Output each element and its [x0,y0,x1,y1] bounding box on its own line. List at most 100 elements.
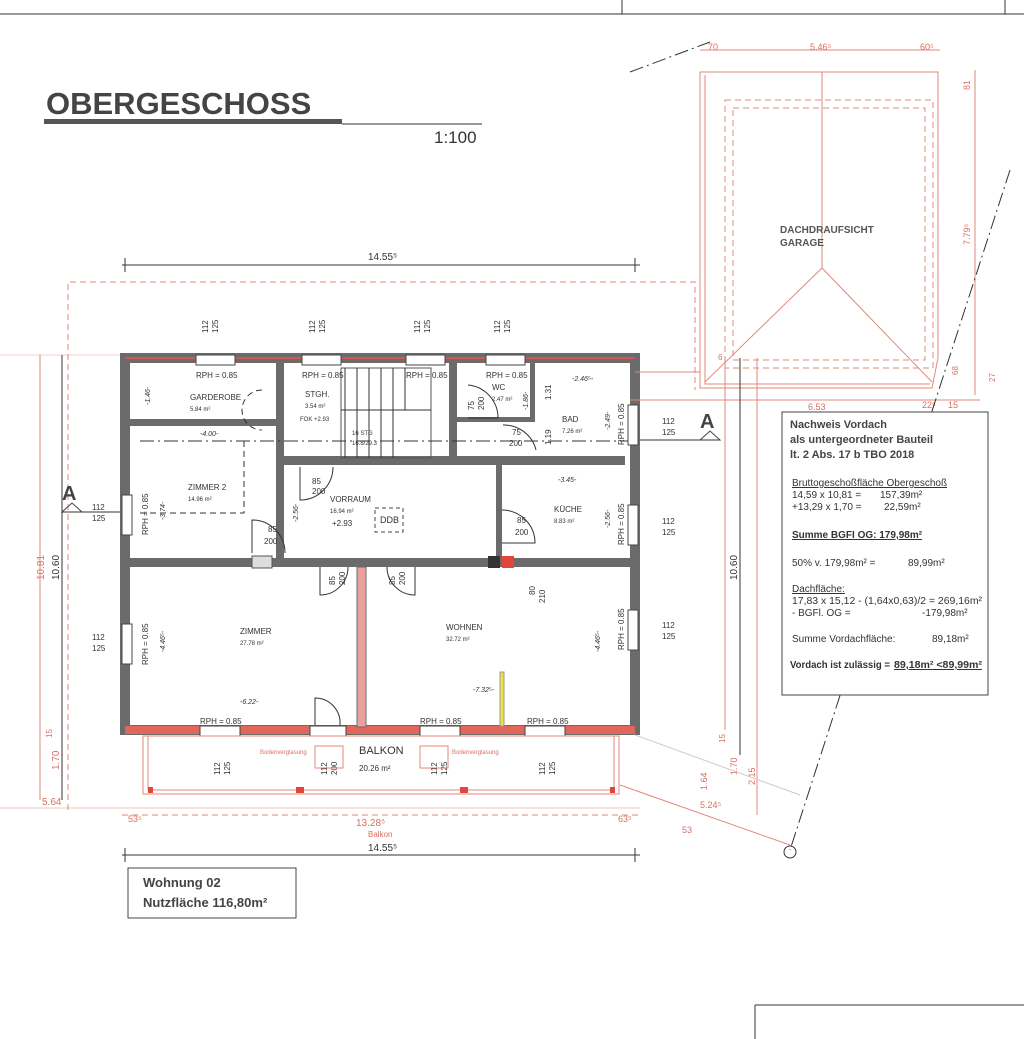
garage-dim-27-label: 27 [988,373,997,382]
annotations-win-h-label: 125 [318,319,327,333]
dimensions-right-164-label: 1.64 [699,772,709,790]
annotations-win-w-label: 112 [308,320,317,333]
nachweis-summe-vordach-label: Summe Vordachfläche: [792,634,895,645]
nachweis-result-val-label: 89,18m² <89,99m² [894,660,983,671]
annotations-h-246-label: -2.46⁵- [572,376,594,383]
annotations-win-w-label: 112 [493,320,502,333]
annotations-door-200-label: 200 [515,528,529,537]
window-labels: RPH = 0.85 RPH = 0.85 RPH = 0.85 RPH = 0… [92,319,676,775]
annotations-win-w-label: 112 [662,517,675,526]
dimension-right: 10.60 15 1.70 2.15 1.64 5.24⁵ 53 [619,169,1011,859]
annotations-h-256a-label: -2.56- [293,503,300,522]
dimensions-balkon-left-label: 53⁵ [128,814,142,824]
nachweis-bgf-head-label: Bruttogeschoßfläche Obergeschoß [792,478,947,489]
nachweis-summe-bgfi-label: Summe BGFI OG: 179,98m² [792,530,923,541]
annotations-fok-label: FOK +2.93 [300,417,330,423]
annotations-win-h-label: 125 [662,632,676,641]
page-title: OBERGESCHOSS [46,86,311,121]
nachweis-vordach-box: Nachweis Vordach als untergeordneter Bau… [781,411,989,696]
annotations-door-200-label: 200 [509,439,523,448]
balcony: Bodenverglasung Bodenverglasung 13.28⁵ B… [128,735,632,839]
garage-dim-779-label: 7.79⁵ [962,223,972,245]
annotations-win-w-label: 112 [413,320,422,333]
annotations-h-622-label: -6.22- [240,699,259,706]
dimensions-right-215-label: 2.15 [747,767,757,785]
annotations-rph-label: RPH = 0.85 [196,371,238,380]
unit-area: Nutzfläche 116,80m² [143,895,268,910]
annotations-h-446b-label: -4.46⁵- [595,630,602,652]
annotations-door-210-label: 210 [538,589,547,603]
annotations-bodenverglasung-label: Bodenverglasung [260,750,307,756]
garage-roof: 70 5.46⁵ 60⁵ DACHDRAUFSICHT GARAGE 81 7.… [629,41,997,815]
annotations-rph-label: RPH = 0.85 [200,717,242,726]
garage-dim-68-label: 68 [951,366,960,375]
title-block: OBERGESCHOSS 1:100 [44,86,482,147]
room-wohnen: WOHNEN 32.72 m² [446,623,483,643]
ddb-label: DDB [380,515,399,525]
annotations-door-75-label: 75 [512,428,521,437]
rooms-0-area-label: 5.84 m² [190,407,210,413]
rooms-7-name-label: ZIMMER [240,627,272,636]
annotations-door-80-label: 80 [528,586,537,595]
rooms-1-name-label: STGH. [305,390,329,399]
rooms-6-name-label: KÜCHE [554,505,582,514]
nachweis-dach-calc-label: 17,83 x 15,12 - (1,64x0,63)/2 = 269,16m² [792,596,983,607]
annotations-door-200-label: 200 [338,571,347,585]
rooms-8-name-label: WOHNEN [446,623,483,632]
rooms-8-area-label: 32.72 m² [446,637,470,643]
unit-box: Wohnung 02 Nutzfläche 116,80m² [127,867,297,919]
garage-dim-81-label: 81 [962,80,972,90]
annotations-h-249-label: -2.49- [605,411,612,430]
nachweis-row1-val-label: 157,39m² [880,490,923,501]
annotations-door-85-label: 85 [388,576,397,585]
garage-dim-15-label: 15 [948,400,958,410]
staircase [340,367,432,459]
annotations-door-200-label: 200 [398,571,407,585]
garage-dim-22-label: 22⁵ [922,400,936,410]
annotations-rph-label: RPH = 0.85 [302,371,344,380]
section-marker-label: A [700,411,714,433]
garage-label-line2-label: GARAGE [780,238,824,249]
annotations-win-h-label: 125 [503,319,512,333]
annotations-win-w-label: 112 [201,320,210,333]
rooms-2-area-label: 2.47 m² [492,397,512,403]
annotations-rph-label: RPH = 0.85 [406,371,448,380]
annotations-h-374-label: -3.74- [160,501,167,520]
nachweis-bgfi-calc-label: - BGFl. OG = [792,608,851,619]
annotations-win-h-label: 125 [662,428,676,437]
dim-balkon-width: 13.28⁵ [356,818,385,829]
annotations-win-h-label: 125 [662,528,676,537]
section-marker-label: A [62,483,76,505]
nachweis-result-label-label: Vordach ist zulässig = [790,660,890,671]
rooms-5-area-label: 16.94 m² [330,509,354,515]
dimension-left: 10.81 10.60 1.70 15 5.64 [36,355,63,808]
annotations-win-h-label: 125 [92,514,106,523]
annotations-win-h-label: 125 [211,319,220,333]
annotations-rph-label: RPH = 0.85 [617,608,626,650]
dimensions-bad-119-label: 1.19 [544,429,553,445]
annotations-rph-label: RPH = 0.85 [420,717,462,726]
dim-left-offset: 5.64 [42,797,62,808]
nachweis-title1-label: Nachweis Vordach [790,419,887,431]
rooms-2-name-label: WC [492,383,506,392]
annotations-door-85-label: 85 [268,525,277,534]
garage-dim-60-label: 60⁵ [920,42,934,52]
dimensions-diag-53-label: 53 [682,825,692,835]
dimensions-right-inner-label: 10.60 [729,555,740,580]
annotations-win-w-label: 112 [92,503,105,512]
dim-left-outer: 10.81 [36,555,47,580]
rooms-3-name-label: BAD [562,415,579,424]
annotations-h-732-label: -7.32⁵- [473,687,495,694]
dim-left-inner: 10.60 [51,555,62,580]
dimension-bottom: 14.55⁵ [122,843,640,862]
room-zimmer-2: ZIMMER 214.96 m² [188,483,227,503]
nachweis-row1-calc-label: 14,59 x 10,81 = [792,490,861,501]
annotations-rph-label: RPH = 0.85 [486,371,528,380]
annotations-h-400-label: -4.00- [200,431,219,438]
nachweis-bgfi-val-label: -179,98m² [922,608,968,619]
